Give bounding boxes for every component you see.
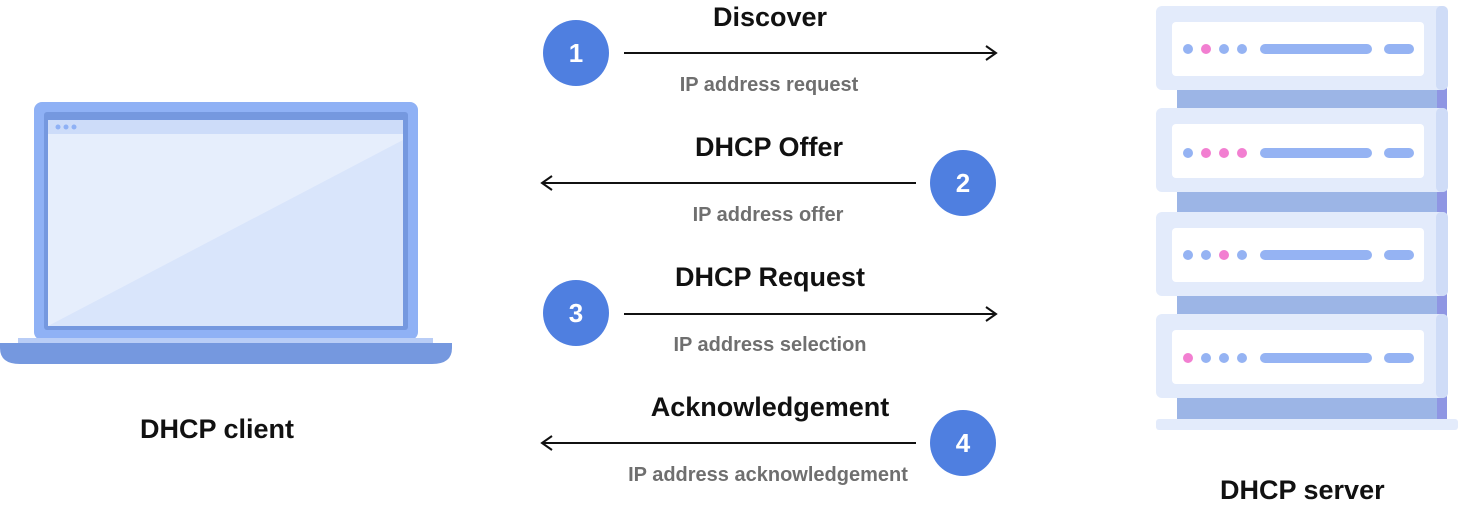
unit-bar-short — [1384, 353, 1414, 363]
step-3-subtitle: IP address selection — [673, 334, 867, 356]
unit-bar-short — [1384, 250, 1414, 260]
step-2-number: 2 — [955, 167, 971, 198]
step-2-title: DHCP Offer — [694, 132, 844, 162]
step-4-title: Acknowledgement — [650, 392, 890, 422]
status-led — [1201, 148, 1211, 158]
client-label: DHCP client — [140, 414, 295, 444]
step-2-subtitle: IP address offer — [692, 204, 844, 226]
server-label: DHCP server — [1220, 475, 1385, 505]
step-4-arrow-left — [540, 435, 916, 451]
step-1-subtitle: IP address request — [679, 74, 859, 96]
status-led — [1183, 148, 1193, 158]
unit-bar-short — [1384, 44, 1414, 54]
window-dot — [71, 124, 77, 130]
laptop-illustration — [0, 102, 452, 364]
status-led — [1237, 148, 1247, 158]
step-4-badge: 4 — [930, 410, 996, 476]
status-led — [1219, 250, 1229, 260]
unit-bar — [1260, 250, 1372, 260]
server-foot — [1156, 419, 1458, 430]
server-unit — [1156, 108, 1448, 192]
server-unit — [1156, 314, 1448, 398]
laptop-hinge — [18, 338, 433, 344]
status-led — [1201, 44, 1211, 54]
unit-bar — [1260, 353, 1372, 363]
step-4-subtitle: IP address acknowledgement — [628, 464, 908, 486]
step-3-number: 3 — [568, 297, 584, 328]
status-led — [1183, 353, 1193, 363]
unit-bar-short — [1384, 148, 1414, 158]
status-led — [1201, 250, 1211, 260]
server-unit — [1156, 6, 1448, 90]
step-4-number: 4 — [955, 427, 971, 458]
server-rack-illustration — [1156, 6, 1458, 430]
window-dot — [55, 124, 61, 130]
server-unit — [1156, 212, 1448, 296]
unit-bar — [1260, 148, 1372, 158]
step-3-arrow-right — [624, 306, 998, 322]
laptop-base — [0, 343, 452, 364]
step-2-arrow-left — [540, 175, 916, 191]
window-titlebar — [48, 120, 403, 134]
status-led — [1219, 353, 1229, 363]
status-led — [1183, 44, 1193, 54]
step-3-title: DHCP Request — [674, 262, 866, 292]
status-led — [1183, 250, 1193, 260]
screen-reflection — [48, 140, 403, 326]
status-led — [1237, 250, 1247, 260]
window-dot — [63, 124, 69, 130]
step-1-arrow-right — [624, 45, 998, 61]
status-led — [1237, 353, 1247, 363]
status-led — [1219, 44, 1229, 54]
status-led — [1237, 44, 1247, 54]
step-1-number: 1 — [568, 37, 584, 68]
status-led — [1201, 353, 1211, 363]
status-led — [1219, 148, 1229, 158]
step-3-badge: 3 — [543, 280, 609, 346]
step-1-badge: 1 — [543, 20, 609, 86]
unit-bar — [1260, 44, 1372, 54]
step-1-title: Discover — [712, 2, 828, 32]
step-2-badge: 2 — [930, 150, 996, 216]
